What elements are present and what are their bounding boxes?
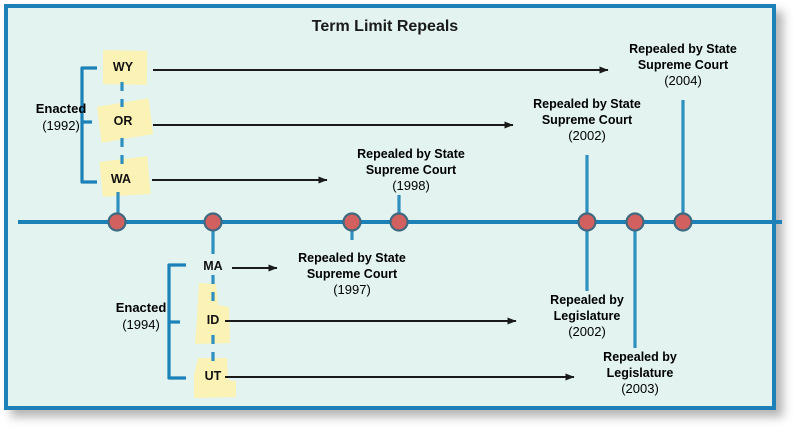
state-label-id: ID xyxy=(206,313,220,327)
state-label-wy: WY xyxy=(112,60,134,74)
state-label-ut: UT xyxy=(204,369,222,383)
group-label-year: (1994) xyxy=(122,317,160,332)
repeal-annotation-id: Repealed by Legislature (2002) xyxy=(492,292,682,340)
group-label-text: Enacted xyxy=(115,300,167,315)
repeal-text-line1: Repealed by State xyxy=(357,147,465,161)
state-label-ma: MA xyxy=(203,259,223,273)
repeal-text-line1: Repealed by State xyxy=(533,97,641,111)
repeal-text-line2: Legislature xyxy=(606,366,674,380)
repeal-text-line2: Supreme Court xyxy=(306,267,398,281)
repeal-text-line1: Repealed by State xyxy=(298,251,406,265)
repeal-year: (2003) xyxy=(621,381,659,396)
repeal-year: (2002) xyxy=(568,324,606,339)
repeal-text-line1: Repealed by xyxy=(550,293,624,307)
repeal-annotation-wa: Repealed by State Supreme Court (1998) xyxy=(316,146,506,194)
repeal-year: (2004) xyxy=(664,73,702,88)
page-title: Term Limit Repeals xyxy=(311,18,459,35)
repeal-year: (2002) xyxy=(568,128,606,143)
group-label-enacted-1994: Enacted (1994) xyxy=(86,299,196,333)
repeal-text-line2: Supreme Court xyxy=(541,113,633,127)
repeal-annotation-ma: Repealed by State Supreme Court (1997) xyxy=(257,250,447,298)
repeal-annotation-wy: Repealed by State Supreme Court (2004) xyxy=(588,41,778,89)
repeal-text-line2: Supreme Court xyxy=(637,58,729,72)
repeal-year: (1998) xyxy=(392,178,430,193)
state-label-wa: WA xyxy=(110,172,132,186)
repeal-annotation-ut: Repealed by Legislature (2003) xyxy=(545,349,735,397)
repeal-text-line1: Repealed by State xyxy=(629,42,737,56)
repeal-text-line2: Legislature xyxy=(553,309,621,323)
repeal-annotation-or: Repealed by State Supreme Court (2002) xyxy=(492,96,682,144)
state-label-or: OR xyxy=(113,114,133,128)
group-label-enacted-1992: Enacted (1992) xyxy=(6,100,116,134)
repeal-year: (1997) xyxy=(333,282,371,297)
group-label-text: Enacted xyxy=(35,101,87,116)
repeal-text-line1: Repealed by xyxy=(603,350,677,364)
repeal-text-line2: Supreme Court xyxy=(365,163,457,177)
group-label-year: (1992) xyxy=(42,118,80,133)
